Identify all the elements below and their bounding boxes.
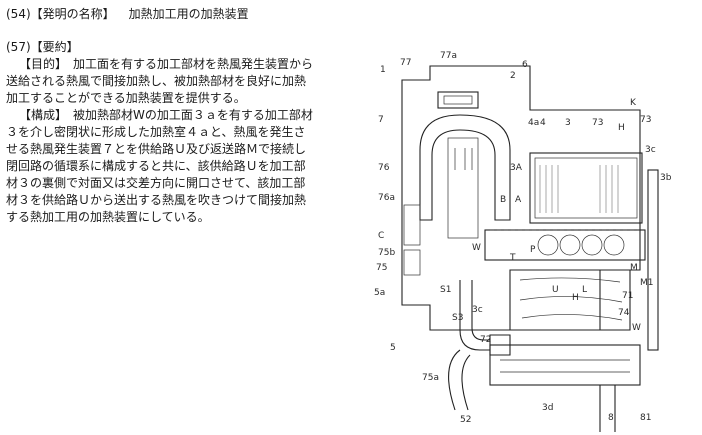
fig-label: 75: [376, 263, 387, 273]
fig-label: 7: [378, 115, 384, 125]
conveyor-base: [489, 344, 641, 386]
fig-label: 5: [390, 343, 396, 353]
heat-generator-core: [447, 137, 479, 239]
field-number: (54): [6, 7, 31, 21]
fig-label: 72: [480, 335, 491, 345]
lower-chamber: [509, 269, 631, 331]
chamber-hatching: [539, 165, 619, 213]
purpose-tag: 【目的】: [19, 57, 62, 71]
fig-label: 4: [540, 118, 546, 128]
left-block-2: [403, 249, 421, 276]
constitution-line-2: ３を介し密閉状に形成した加熱室４ａと、熱風を発生さ: [6, 125, 306, 139]
fig-label: 2: [510, 71, 516, 81]
side-plate: [647, 169, 659, 351]
fig-label: 3: [565, 118, 571, 128]
fig-label: L: [582, 285, 587, 295]
fig-label: H: [572, 293, 579, 303]
left-block: [403, 204, 421, 246]
return-pipe: [459, 280, 490, 351]
constitution-line-1: 【構成】 被加熱部材Wの加工面３ａを有する加工部材: [19, 108, 313, 122]
constitution-line-3: せる熱風発生装置７とを供給路Ｕ及び返送路Ｍで接続し: [6, 142, 307, 156]
top-cap: [437, 91, 479, 109]
duct-roller-2: [559, 234, 581, 256]
fig-label: A: [515, 195, 522, 205]
duct-roller-1: [537, 234, 559, 256]
fig-label: K: [630, 98, 637, 108]
fig-label: W: [632, 323, 641, 333]
fig-label: 3A: [510, 163, 523, 173]
invention-title: 加熱加工用の加熱装置: [128, 7, 249, 21]
bottom-duct: [448, 349, 471, 411]
fig-label: 76: [378, 163, 390, 173]
fig-label: 5a: [374, 288, 385, 298]
abstract-header: (57)【要約】: [6, 40, 79, 54]
fig-label: 75a: [422, 373, 439, 383]
fig-label: P: [530, 245, 536, 255]
purpose-line-2: 送給される熱風で間接加熱し、被加熱部材を良好に加熱: [6, 74, 307, 88]
fig-label: W: [472, 243, 481, 253]
duct-roller-4: [603, 234, 625, 256]
invention-title-line: (54)【発明の名称】加熱加工用の加熱装置: [6, 6, 346, 23]
housing-outline: [401, 65, 641, 331]
abstract-text: (54)【発明の名称】加熱加工用の加熱装置 (57)【要約】 【目的】 加工面を…: [6, 6, 346, 226]
fig-label: 6: [522, 60, 528, 70]
fig-label: U: [552, 285, 559, 295]
fig-label: 81: [640, 413, 651, 423]
heating-chamber-inner: [534, 157, 638, 219]
fig-label: 77a: [440, 51, 457, 61]
fig-label: 73: [592, 118, 603, 128]
fig-label: 3b: [660, 173, 672, 183]
fig-label: M: [630, 263, 638, 273]
top-cap-inner: [443, 95, 473, 105]
core-arrows: [454, 148, 473, 170]
fig-label: B: [500, 195, 506, 205]
fig-label: 3c: [645, 145, 656, 155]
fig-label: M1: [640, 278, 654, 288]
patent-drawing: 1 77 77a 2 6 7 4a 4 3 73 H K 73 3c 76 3A…: [374, 51, 672, 432]
fig-label: 77: [400, 58, 411, 68]
fig-label: S1: [440, 285, 451, 295]
fig-label: H: [618, 123, 625, 133]
supply-duct: [484, 229, 646, 261]
fig-label: 71: [622, 291, 633, 301]
purpose-line-1: 【目的】 加工面を有する加工部材を熱風発生装置から: [19, 57, 314, 71]
fig-label: S3: [452, 313, 463, 323]
constitution-line-4: 閉回路の循環系に構成すると共に、該供給路Ｕを加工部: [6, 159, 306, 173]
constitution-tag: 【構成】: [19, 108, 62, 122]
fig-label: 3c: [472, 305, 483, 315]
duct-roller-3: [581, 234, 603, 256]
fig-label: C: [378, 231, 384, 241]
constitution-line-6: 材３を供給路Ｕから送出する熱風を吹きつけて間接加熱: [6, 193, 307, 207]
bottom-support: [599, 385, 616, 432]
heat-generator: [419, 114, 511, 221]
field-label: 【発明の名称】: [30, 7, 115, 21]
fig-label: 73: [640, 115, 651, 125]
fig-label: 76a: [378, 193, 395, 203]
heating-chamber: [529, 152, 643, 224]
fig-label: 4a: [528, 118, 539, 128]
fig-label: 1: [380, 65, 386, 75]
purpose-line-3: 加工することができる加熱装置を提供する。: [6, 91, 246, 105]
fig-label: 52: [460, 415, 471, 425]
fig-label: 74: [618, 308, 630, 318]
fig-label: 8: [608, 413, 614, 423]
lower-chamber-flow: [519, 277, 623, 321]
fig-label: 75b: [378, 248, 395, 258]
fig-label: T: [509, 253, 516, 263]
constitution-line-5: 材３の裏側で対面又は交差方向に開口させて、該加工部: [6, 176, 306, 190]
constitution-line-7: する熱加工用の加熱装置にしている。: [6, 210, 210, 224]
fig-label: 3d: [542, 403, 553, 413]
conveyor-lines: [500, 359, 630, 373]
